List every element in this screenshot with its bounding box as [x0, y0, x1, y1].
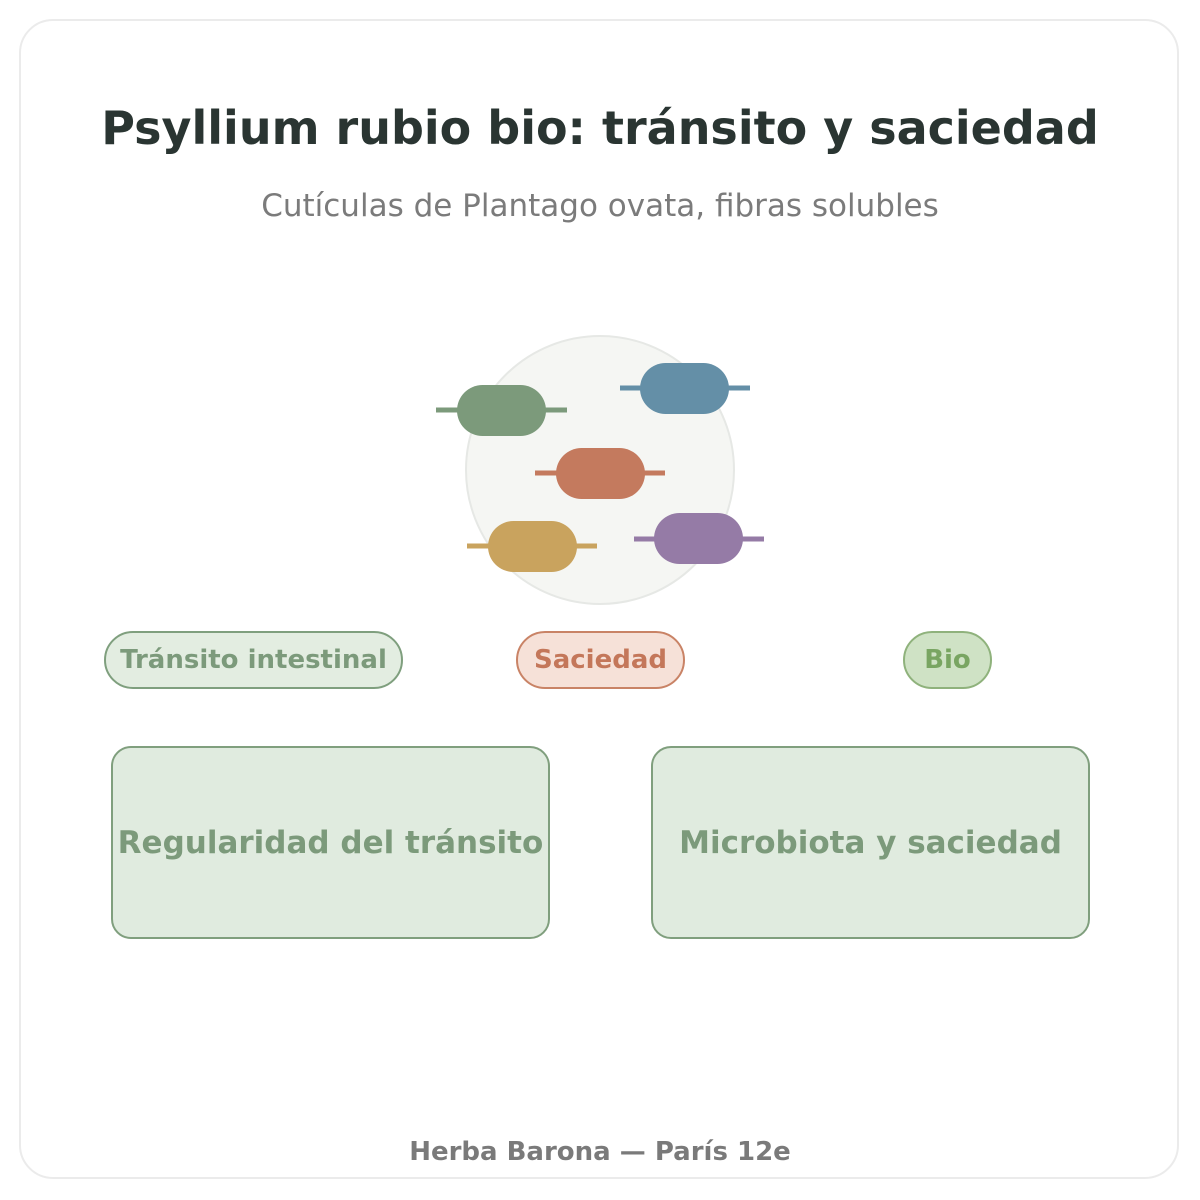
benefit-card-microbiota: Microbiota y saciedad [651, 746, 1090, 939]
husk-purple [634, 513, 764, 564]
footer-credit: Herba Barona — París 12e [409, 1137, 791, 1167]
tag-bio: Bio [903, 631, 992, 689]
page-subtitle: Cutículas de Plantago ovata, fibras solu… [261, 188, 939, 224]
tag-saciedad: Saciedad [516, 631, 685, 689]
benefit-card-regularidad: Regularidad del tránsito [111, 746, 550, 939]
page-title: Psyllium rubio bio: tránsito y saciedad [101, 101, 1099, 155]
tag-transito-intestinal: Tránsito intestinal [104, 631, 403, 689]
husk-terracotta [535, 448, 665, 499]
husk-green [436, 385, 567, 436]
benefit-label: Microbiota y saciedad [679, 824, 1062, 861]
benefit-label: Regularidad del tránsito [117, 824, 544, 861]
husk-blue [620, 363, 750, 414]
husk-ochre [467, 521, 597, 572]
